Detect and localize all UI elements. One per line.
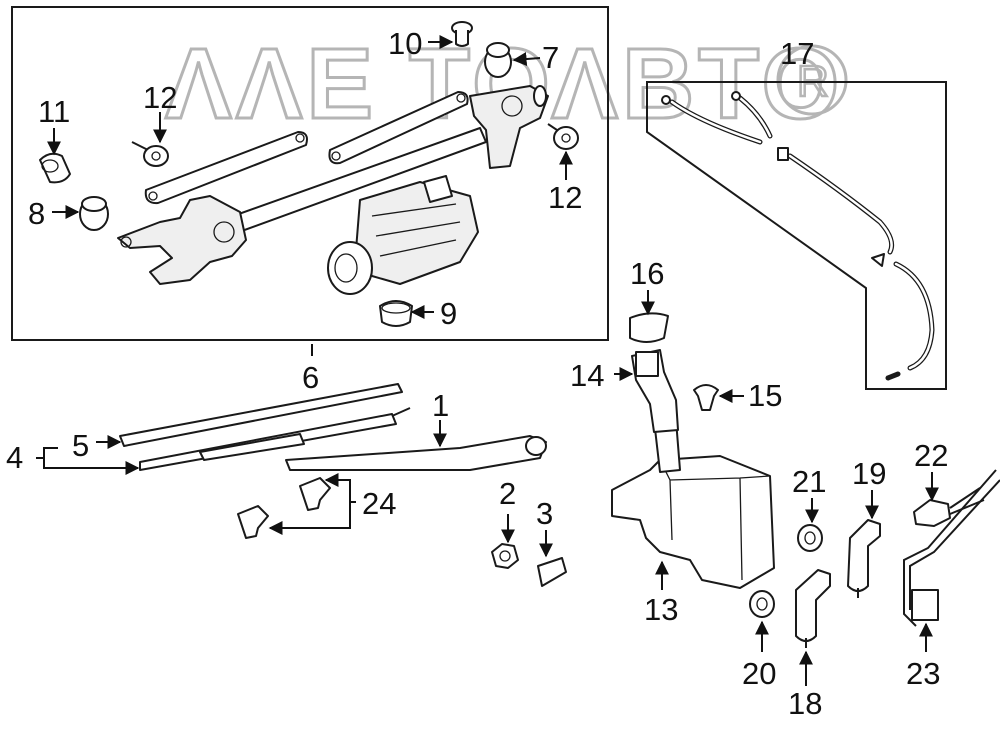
grommet-8 — [79, 196, 109, 231]
washer-hose-17 — [661, 91, 935, 381]
callout-14: 14 — [570, 358, 604, 393]
bolt-12-right — [547, 123, 579, 150]
wiper-linkage-assembly-frame — [11, 6, 609, 341]
callout-3: 3 — [536, 496, 553, 531]
filler-cap-16 — [629, 312, 669, 343]
callout-19: 19 — [852, 456, 886, 491]
level-sensor-22 — [913, 487, 985, 527]
wire-harness-23 — [903, 469, 1000, 627]
wiper-arm-1 — [285, 435, 547, 471]
grommet-20 — [749, 590, 775, 618]
callout-1: 1 — [432, 388, 449, 423]
washer-nozzle-24 — [237, 477, 331, 539]
wiper-linkage — [117, 85, 549, 285]
nut-2 — [491, 543, 519, 569]
callout-13: 13 — [644, 592, 678, 627]
callout-22: 22 — [914, 438, 948, 473]
clip-15 — [693, 384, 719, 411]
callout-23: 23 — [906, 656, 940, 691]
filler-neck-14 — [631, 349, 679, 433]
washer-pump-19 — [847, 519, 881, 598]
wiper-blade-refill-5 — [119, 383, 403, 447]
callout-6: 6 — [302, 360, 319, 395]
grommet-9 — [379, 300, 413, 327]
bolt-12-left — [131, 141, 169, 167]
callout-4: 4 — [6, 440, 23, 475]
grommet-7 — [484, 42, 512, 78]
washer-pump-18 — [795, 569, 831, 648]
callout-7: 7 — [542, 40, 559, 75]
bolt-10 — [451, 21, 473, 47]
washer-hose-frame — [646, 81, 947, 390]
callout-16: 16 — [630, 256, 664, 291]
callout-5: 5 — [72, 428, 89, 463]
callout-24: 24 — [362, 486, 396, 521]
callout-2: 2 — [499, 476, 516, 511]
callout-8: 8 — [28, 196, 45, 231]
callout-15: 15 — [748, 378, 782, 413]
cap-3 — [537, 557, 567, 587]
wiper-motor — [327, 175, 479, 295]
callout-21: 21 — [792, 464, 826, 499]
washer-tank-13 — [611, 419, 775, 589]
callout-9: 9 — [440, 296, 457, 331]
callout-12-right: 12 — [548, 180, 582, 215]
callout-12-left: 12 — [143, 80, 177, 115]
callout-10: 10 — [388, 26, 422, 61]
leader-lines — [36, 35, 939, 686]
bolt-11 — [39, 152, 71, 184]
callout-17: 17 — [780, 36, 814, 71]
grommet-21 — [797, 524, 823, 552]
callout-18: 18 — [788, 686, 822, 721]
callout-11: 11 — [38, 94, 70, 129]
callout-20: 20 — [742, 656, 776, 691]
